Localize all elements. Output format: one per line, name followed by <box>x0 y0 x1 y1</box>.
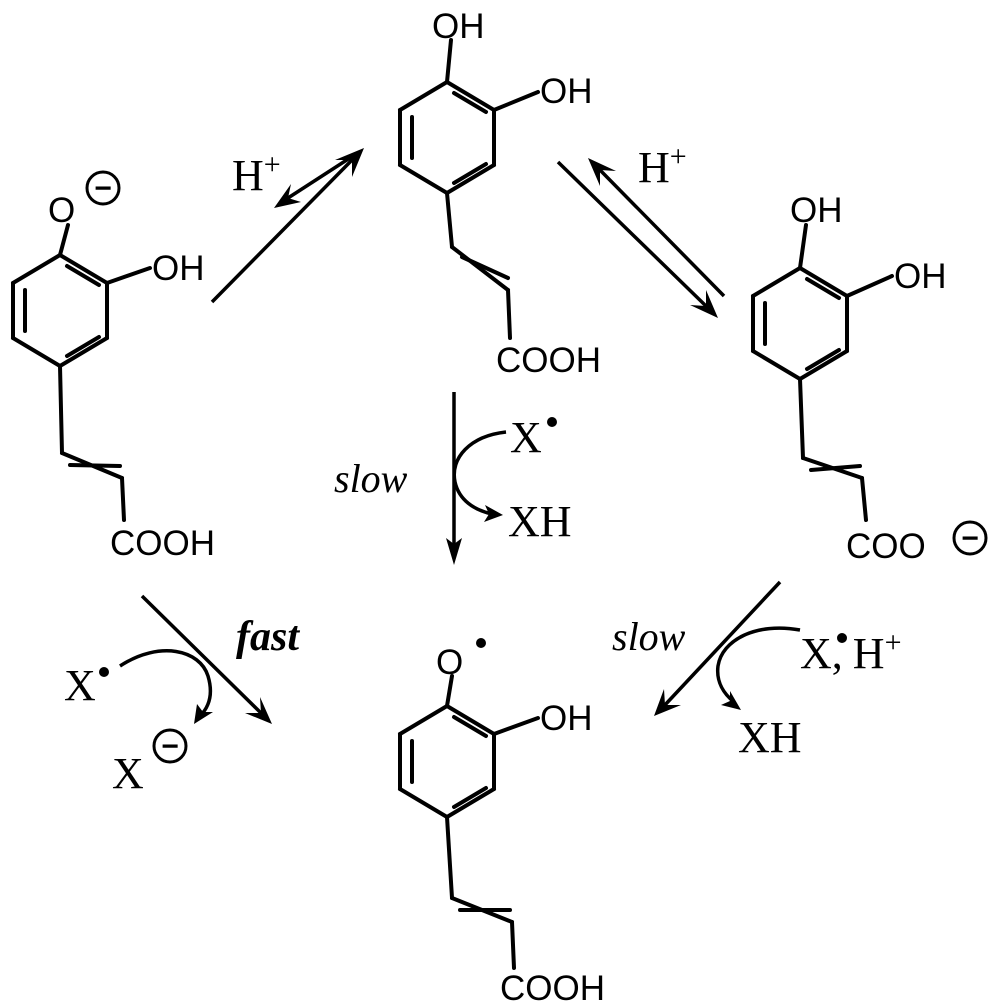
charge-minus-product-left: − <box>152 728 188 764</box>
label-radical-center: X <box>510 413 542 462</box>
label-o-bottom: O <box>436 643 463 682</box>
label-rate-right: slow <box>612 614 686 659</box>
left-reaction-arrow <box>119 594 272 724</box>
label-proton-right: H+ <box>638 140 687 192</box>
molecule-bottom: O OH COOH <box>398 638 605 1008</box>
benzene-ring-right <box>751 266 849 381</box>
charge-minus-left: − <box>85 170 121 206</box>
radical-dot-left <box>99 667 109 677</box>
bond-oh-right-1 <box>798 223 808 270</box>
label-cooh-left: COOH <box>110 524 215 563</box>
radical-dot-right <box>837 633 847 643</box>
side-chain-top <box>445 191 512 340</box>
label-coo-right: COO <box>846 527 926 566</box>
molecule-left: O − OH COOH <box>11 170 215 563</box>
benzene-ring-left <box>11 253 109 368</box>
label-product-center: XH <box>508 497 572 546</box>
bond-oh-right-2 <box>845 274 894 298</box>
center-reaction-arrow <box>446 392 507 565</box>
radical-dot-bottom <box>476 638 486 648</box>
bond-oh-left <box>105 266 152 285</box>
label-product-right: XH <box>738 713 802 762</box>
label-cooh-top: COOH <box>496 341 601 380</box>
label-oh-right-2: OH <box>894 257 947 296</box>
label-proton-left: H+ <box>232 148 281 200</box>
label-rate-center: slow <box>334 456 408 501</box>
right-reaction-arrow <box>654 580 801 716</box>
label-cooh-bottom: COOH <box>500 969 605 1008</box>
side-chain-right <box>798 377 868 522</box>
svg-text:−: − <box>161 730 179 763</box>
label-oh-top-1: OH <box>432 7 485 46</box>
label-oh-top-2: OH <box>540 72 593 111</box>
bond-oh-bottom <box>492 716 540 736</box>
side-chain-left <box>58 364 126 522</box>
molecule-top: OH OH COOH <box>398 7 601 380</box>
equilibrium-arrows-left <box>210 148 364 304</box>
label-o-left: O <box>48 191 75 230</box>
charge-minus-right: − <box>952 520 988 556</box>
benzene-ring-bottom <box>398 704 496 819</box>
label-rate-left: fast <box>236 614 300 660</box>
label-oh-bottom: OH <box>540 699 593 738</box>
label-reagent-right: X,H+ <box>800 626 901 678</box>
label-oh-left: OH <box>152 249 205 288</box>
label-oh-right-1: OH <box>790 191 843 230</box>
equilibrium-arrows-right <box>556 158 726 318</box>
svg-text:−: − <box>94 172 112 205</box>
molecule-right: OH OH COO − <box>751 191 988 566</box>
svg-text:−: − <box>961 522 979 555</box>
bond-o-bottom <box>445 674 454 708</box>
bond-oh-top-2 <box>492 90 540 112</box>
radical-dot-center <box>547 417 557 427</box>
side-chain-bottom <box>445 815 516 970</box>
bond-o-left <box>58 223 70 257</box>
benzene-ring-top <box>398 80 496 195</box>
label-radical-left: X <box>64 661 96 710</box>
label-product-left: X <box>112 749 144 798</box>
bond-oh-top-1 <box>445 38 453 84</box>
